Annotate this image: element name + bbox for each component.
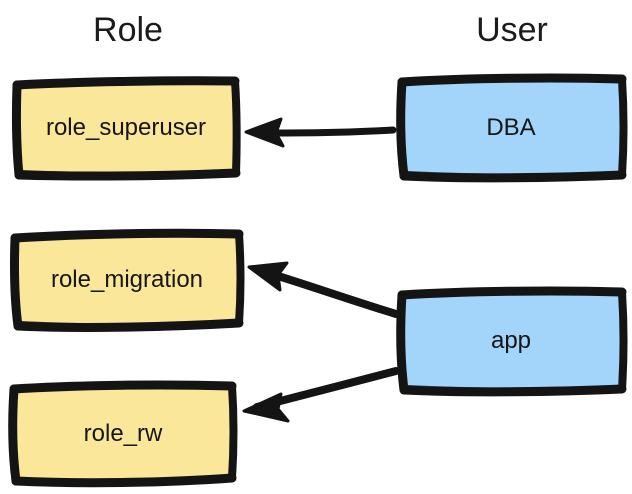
sketch-rect-role-rw bbox=[8, 380, 238, 488]
edge-dba-to-role-superuser bbox=[244, 117, 397, 148]
column-header-user: User bbox=[476, 11, 548, 49]
node-user-dba[interactable]: DBA bbox=[396, 73, 628, 183]
column-header-role: Role bbox=[93, 11, 163, 49]
node-user-app[interactable]: app bbox=[396, 286, 628, 397]
node-role-rw[interactable]: role_rw bbox=[8, 380, 238, 488]
sketch-rect-user-app bbox=[396, 286, 628, 397]
node-role-superuser[interactable]: role_superuser bbox=[11, 76, 241, 181]
sketch-rect-user-dba bbox=[396, 73, 628, 183]
edge-app-to-role-rw bbox=[242, 367, 400, 423]
node-label-user-app: app bbox=[490, 327, 532, 354]
node-label-role-migration: role_migration bbox=[50, 266, 204, 293]
node-label-role-superuser: role_superuser bbox=[45, 114, 207, 141]
edge-app-to-role-migration bbox=[247, 261, 400, 318]
node-label-user-dba: DBA bbox=[486, 114, 536, 141]
node-label-role-rw: role_rw bbox=[83, 420, 163, 447]
node-role-migration[interactable]: role_migration bbox=[9, 228, 245, 332]
sketch-rect-role-superuser bbox=[11, 76, 241, 181]
sketch-rect-role-migration bbox=[9, 228, 245, 332]
